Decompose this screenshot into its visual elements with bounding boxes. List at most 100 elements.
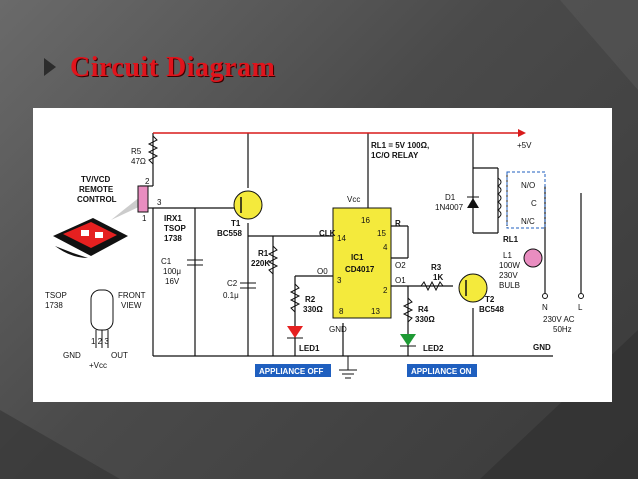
tsop-out: OUT [111, 351, 128, 360]
ic-o2: O2 [395, 261, 406, 270]
remote-control-icon [53, 218, 128, 258]
r3-resistor [420, 280, 444, 292]
ic-name: IC1 [351, 253, 364, 262]
ic-clk: CLK [319, 229, 336, 238]
ic-reset: R [395, 219, 401, 228]
d1-type: 1N4007 [435, 203, 464, 212]
r4-value: 330Ω [415, 315, 435, 324]
relay-spec-2: 1C/O RELAY [371, 151, 419, 160]
r2-resistor [289, 283, 301, 313]
ic-pin3: 3 [337, 276, 342, 285]
d1-label: D1 [445, 193, 456, 202]
t2-transistor [458, 273, 488, 303]
ac-n: N [542, 303, 548, 312]
ic-pin2: 2 [383, 286, 388, 295]
ic-o1: O1 [395, 276, 406, 285]
ic-o0: O0 [317, 267, 328, 276]
bulb-watt: 100W [499, 261, 520, 270]
ic-pin14: 14 [337, 234, 346, 243]
relay-c: C [531, 199, 537, 208]
plus5-label: +5V [517, 141, 532, 150]
circuit-diagram-panel: +5V R5 47Ω TV/VCD REMOTE CONTROL 2 3 1 I… [33, 108, 612, 402]
r2-value: 330Ω [303, 305, 323, 314]
remote-label-1: TV/VCD [81, 175, 111, 184]
bulb-text: BULB [499, 281, 520, 290]
led1-label: LED1 [299, 344, 320, 353]
c2-value: 0.1μ [223, 291, 239, 300]
ground-icon [339, 356, 357, 379]
tsop-front-label1: TSOP [45, 291, 67, 300]
ic1-chip [332, 207, 392, 319]
r5-value: 47Ω [131, 157, 146, 166]
r1-label: R1 [258, 249, 269, 258]
bulb-volt: 230V [499, 271, 518, 280]
tsop-gnd: GND [63, 351, 81, 360]
relay-spec-1: RL1 = 5V 100Ω, [371, 141, 429, 150]
front-label2: VIEW [121, 301, 142, 310]
irx-num: 1738 [164, 234, 182, 243]
ac-l: L [578, 303, 583, 312]
appliance-off-text: APPLIANCE OFF [259, 367, 324, 376]
title-bullet-icon [44, 58, 56, 76]
appliance-on-text: APPLIANCE ON [411, 367, 472, 376]
t1-type: BC558 [217, 229, 242, 238]
circuit-diagram: +5V R5 47Ω TV/VCD REMOTE CONTROL 2 3 1 I… [45, 129, 584, 379]
remote-label-3: CONTROL [77, 195, 117, 204]
c1-voltage: 16V [165, 277, 180, 286]
gnd-right: GND [533, 343, 551, 352]
led2-icon [400, 334, 416, 346]
r1-resistor [267, 245, 279, 275]
r3-value: 1K [433, 273, 443, 282]
ic-gnd: GND [329, 325, 347, 334]
tsop-pins: 1 2 3 [91, 337, 109, 346]
front-label1: FRONT [118, 291, 146, 300]
led2-label: LED2 [423, 344, 444, 353]
r4-label: R4 [418, 305, 429, 314]
r5-resistor [147, 135, 159, 165]
irx1-sensor [137, 185, 149, 213]
tsop-vcc: +Vcc [89, 361, 107, 370]
remote-label-2: REMOTE [79, 185, 114, 194]
vcc-rail-arrow [518, 129, 526, 137]
c1-value: 100μ [163, 267, 181, 276]
r3-label: R3 [431, 263, 442, 272]
ir-beam [111, 196, 145, 220]
ac-voltage: 230V AC [543, 315, 575, 324]
relay-coil [497, 174, 508, 226]
r1-value: 220K [251, 259, 270, 268]
ic-pin8: 8 [339, 307, 344, 316]
r5-label: R5 [131, 147, 142, 156]
t2-type: BC548 [479, 305, 504, 314]
ic-pin13: 13 [371, 307, 380, 316]
t2-label: T2 [485, 295, 495, 304]
irx-pin2: 2 [145, 177, 150, 186]
c2-label: C2 [227, 279, 238, 288]
irx-pin3: 3 [157, 198, 162, 207]
relay-no: N/O [521, 181, 535, 190]
appliance-on-label [407, 364, 477, 377]
relay-nc: N/C [521, 217, 535, 226]
ic-type: CD4017 [345, 265, 375, 274]
slide-title: Circuit Diagram [70, 52, 276, 83]
bulb-icon [523, 248, 543, 268]
tsop-front-label2: 1738 [45, 301, 63, 310]
ic-vcc: Vcc [347, 195, 360, 204]
ic-pin15: 15 [377, 229, 386, 238]
d1-diode [467, 198, 479, 208]
ic-pin4: 4 [383, 243, 388, 252]
irx-type: TSOP [164, 224, 186, 233]
r2-label: R2 [305, 295, 316, 304]
c1-label: C1 [161, 257, 172, 266]
irx-label: IRX1 [164, 214, 182, 223]
irx-pin1: 1 [142, 214, 147, 223]
r4-resistor [402, 297, 414, 323]
ic-pin16: 16 [361, 216, 370, 225]
appliance-off-label [255, 364, 331, 377]
t1-transistor [233, 190, 263, 220]
relay-label: RL1 [503, 235, 519, 244]
ac-freq: 50Hz [553, 325, 572, 334]
t1-label: T1 [231, 219, 241, 228]
tsop-package [90, 289, 114, 331]
bulb-label: L1 [503, 251, 512, 260]
led1-icon [287, 326, 303, 338]
